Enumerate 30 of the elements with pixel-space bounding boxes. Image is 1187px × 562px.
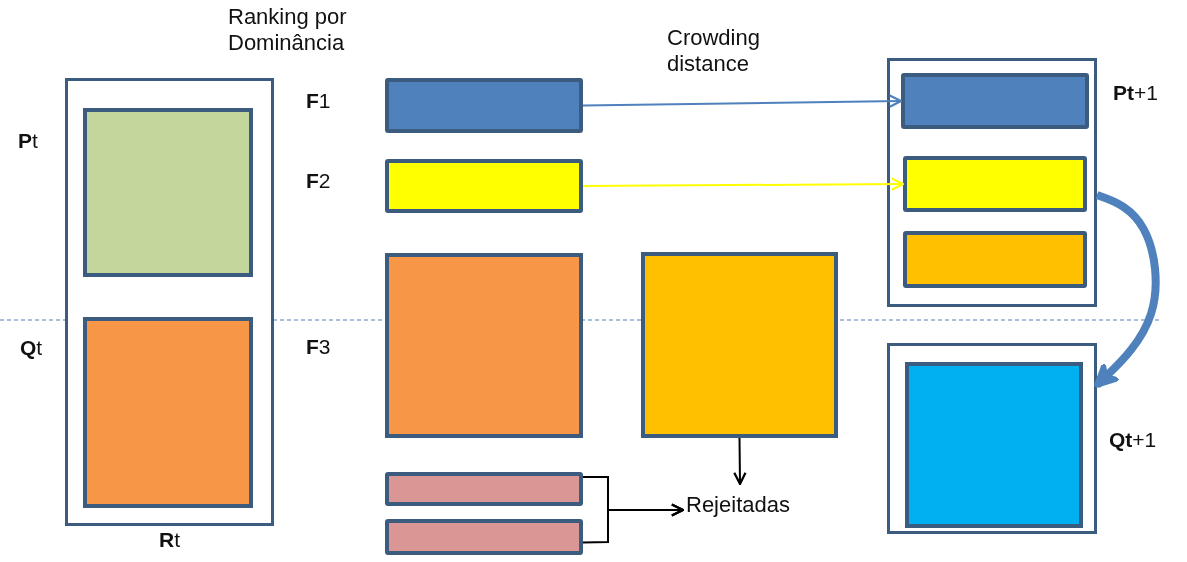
population-bar [901,73,1089,129]
population-box [905,362,1083,528]
step-label: Ranking por Dominância [228,4,348,57]
population-label: Rt [159,527,180,553]
population-bar [385,472,583,506]
population-box [385,253,583,438]
population-bar [903,231,1087,288]
step-label: Crowding distance [667,25,761,78]
set-label: Qt+1 [1109,427,1157,453]
population-box [83,108,253,277]
curved-arrow [1093,191,1160,389]
population-bar [903,156,1087,212]
population-bar [385,159,583,213]
set-label: Qt [20,335,43,361]
set-label: F3 [306,334,331,360]
population-bar [385,78,583,133]
population-frame [887,58,1097,307]
arrow [582,177,905,191]
set-label: F2 [306,168,331,194]
arrow [733,437,747,486]
arrow [582,503,685,544]
text-label: Rejeitadas [683,484,833,534]
population-box [641,252,838,438]
set-label: Pt [18,128,38,154]
population-bar [385,519,583,555]
arrow [582,94,903,108]
population-frame [887,343,1097,534]
set-label: F1 [306,88,331,114]
population-box [83,317,253,508]
set-label: Pt+1 [1113,80,1158,106]
